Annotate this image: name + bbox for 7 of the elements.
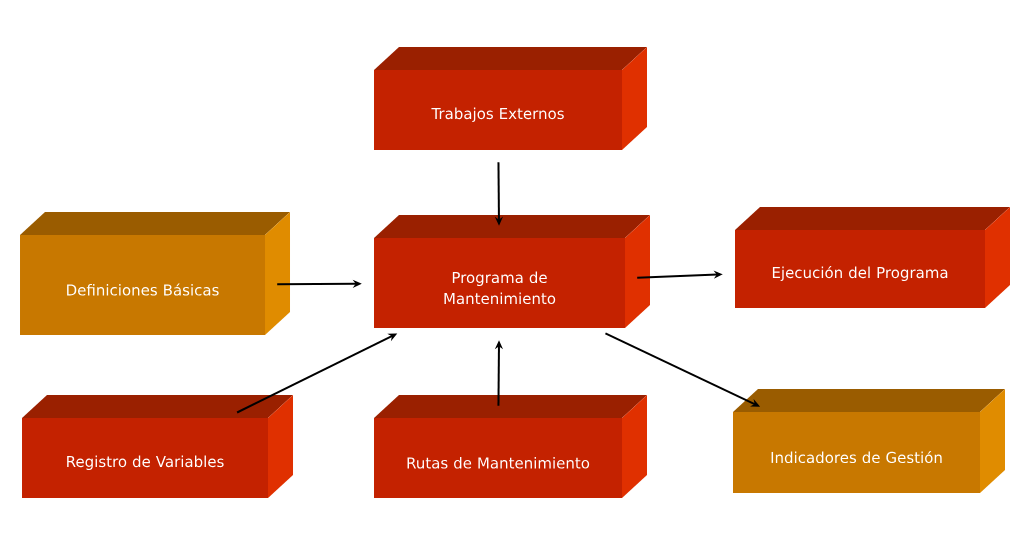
block: Registro de Variables: [22, 395, 293, 498]
block: Rutas de Mantenimiento: [374, 395, 647, 498]
block: Programa de Mantenimiento: [374, 215, 650, 328]
block: Trabajos Externos: [374, 47, 647, 150]
block: Ejecución del Programa: [735, 207, 1010, 308]
block: Indicadores de Gestión: [733, 389, 1005, 493]
block: Definiciones Básicas: [20, 212, 290, 335]
